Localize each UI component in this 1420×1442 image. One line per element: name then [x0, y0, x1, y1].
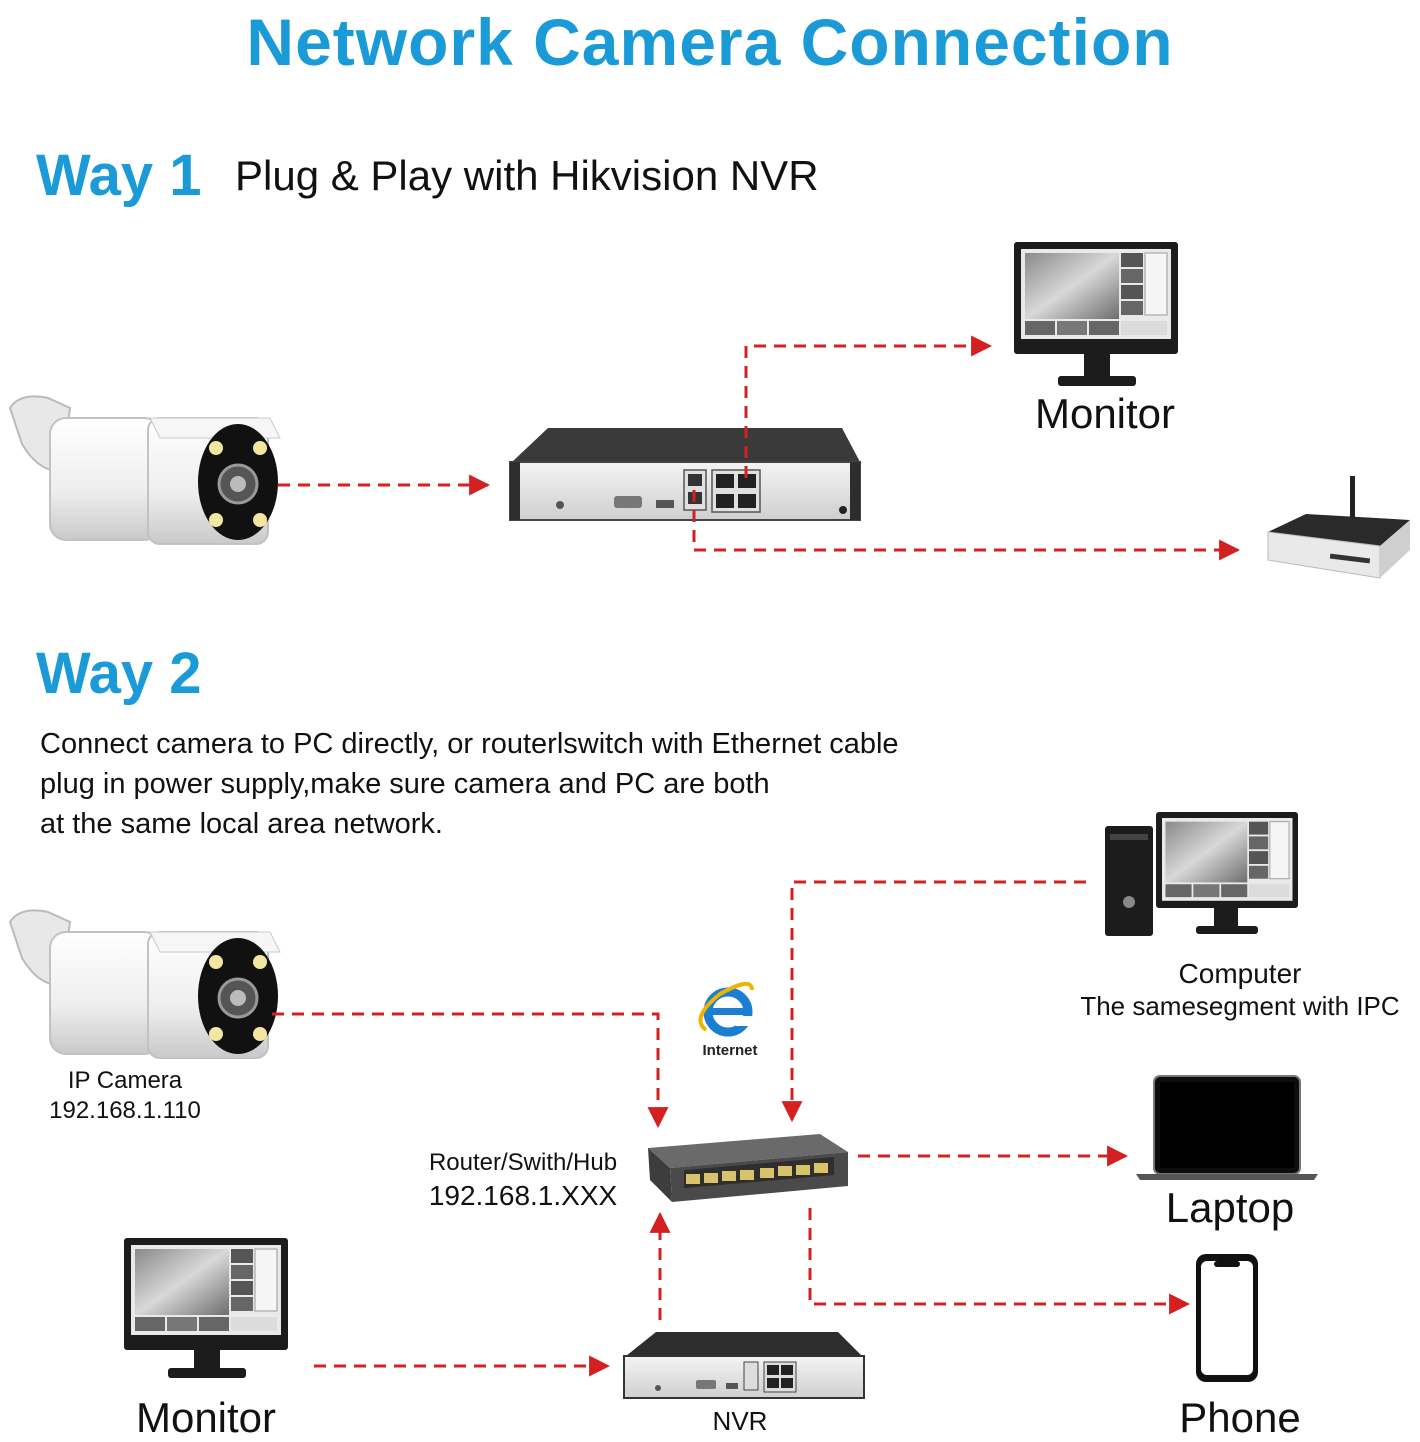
page-title: Network Camera Connection [246, 5, 1174, 79]
connector-camera-to-switch [272, 1012, 669, 1129]
router-label: Router/Swith/Hub 192.168.1.XXX [416, 1148, 630, 1214]
way1-ip-camera [8, 395, 281, 545]
way2-monitor [124, 1238, 288, 1378]
connector-switch-to-phone [808, 1208, 1191, 1315]
way1-router [1267, 476, 1410, 579]
network-switch [648, 1134, 848, 1202]
way2-connectors [272, 880, 1191, 1377]
internet-icon [698, 982, 754, 1037]
way2-ip-camera [8, 909, 281, 1059]
ip-camera-address: 192.168.1.110 [49, 1097, 201, 1124]
phone [1196, 1254, 1258, 1382]
description-line-1: Connect camera to PC directly, or router… [40, 728, 899, 760]
way2-description: Connect camera to PC directly, or router… [40, 724, 1000, 844]
connector-nvr-to-monitor [744, 335, 993, 478]
laptop-label: Laptop [1165, 1184, 1295, 1231]
way1-heading: Way 1 [36, 143, 202, 208]
router-name: Router/Swith/Hub [428, 1149, 618, 1176]
description-line-3: at the same local area network. [40, 808, 443, 840]
way1-subtitle: Plug & Play with Hikvision NVR [235, 152, 819, 199]
way1-connectors [278, 335, 1241, 561]
computer-label: Computer [1178, 958, 1302, 989]
way1-monitor-label: Monitor [1034, 390, 1176, 437]
computer [1105, 812, 1298, 936]
way2-monitor-label: Monitor [135, 1394, 277, 1441]
connector-computer-to-switch [781, 880, 1086, 1123]
router-address: 192.168.1.XXX [428, 1180, 618, 1211]
way2-heading: Way 2 [36, 641, 202, 706]
laptop [1136, 1075, 1318, 1180]
connector-nvr-to-router [692, 490, 1241, 561]
nvr-label: NVR [712, 1406, 768, 1436]
way1-monitor [1014, 242, 1178, 386]
ip-camera-name: IP Camera [67, 1067, 183, 1094]
computer-label-block: Computer The samesegment with IPC [1070, 958, 1410, 1022]
ip-camera-label: IP Camera 192.168.1.110 [40, 1066, 210, 1126]
way2-nvr [623, 1332, 865, 1399]
description-line-2: plug in power supply,make sure camera an… [40, 768, 770, 800]
way1-nvr [509, 428, 861, 521]
phone-label: Phone [1179, 1394, 1301, 1441]
internet-label: Internet [702, 1042, 758, 1059]
computer-note: The samesegment with IPC [1080, 991, 1400, 1021]
